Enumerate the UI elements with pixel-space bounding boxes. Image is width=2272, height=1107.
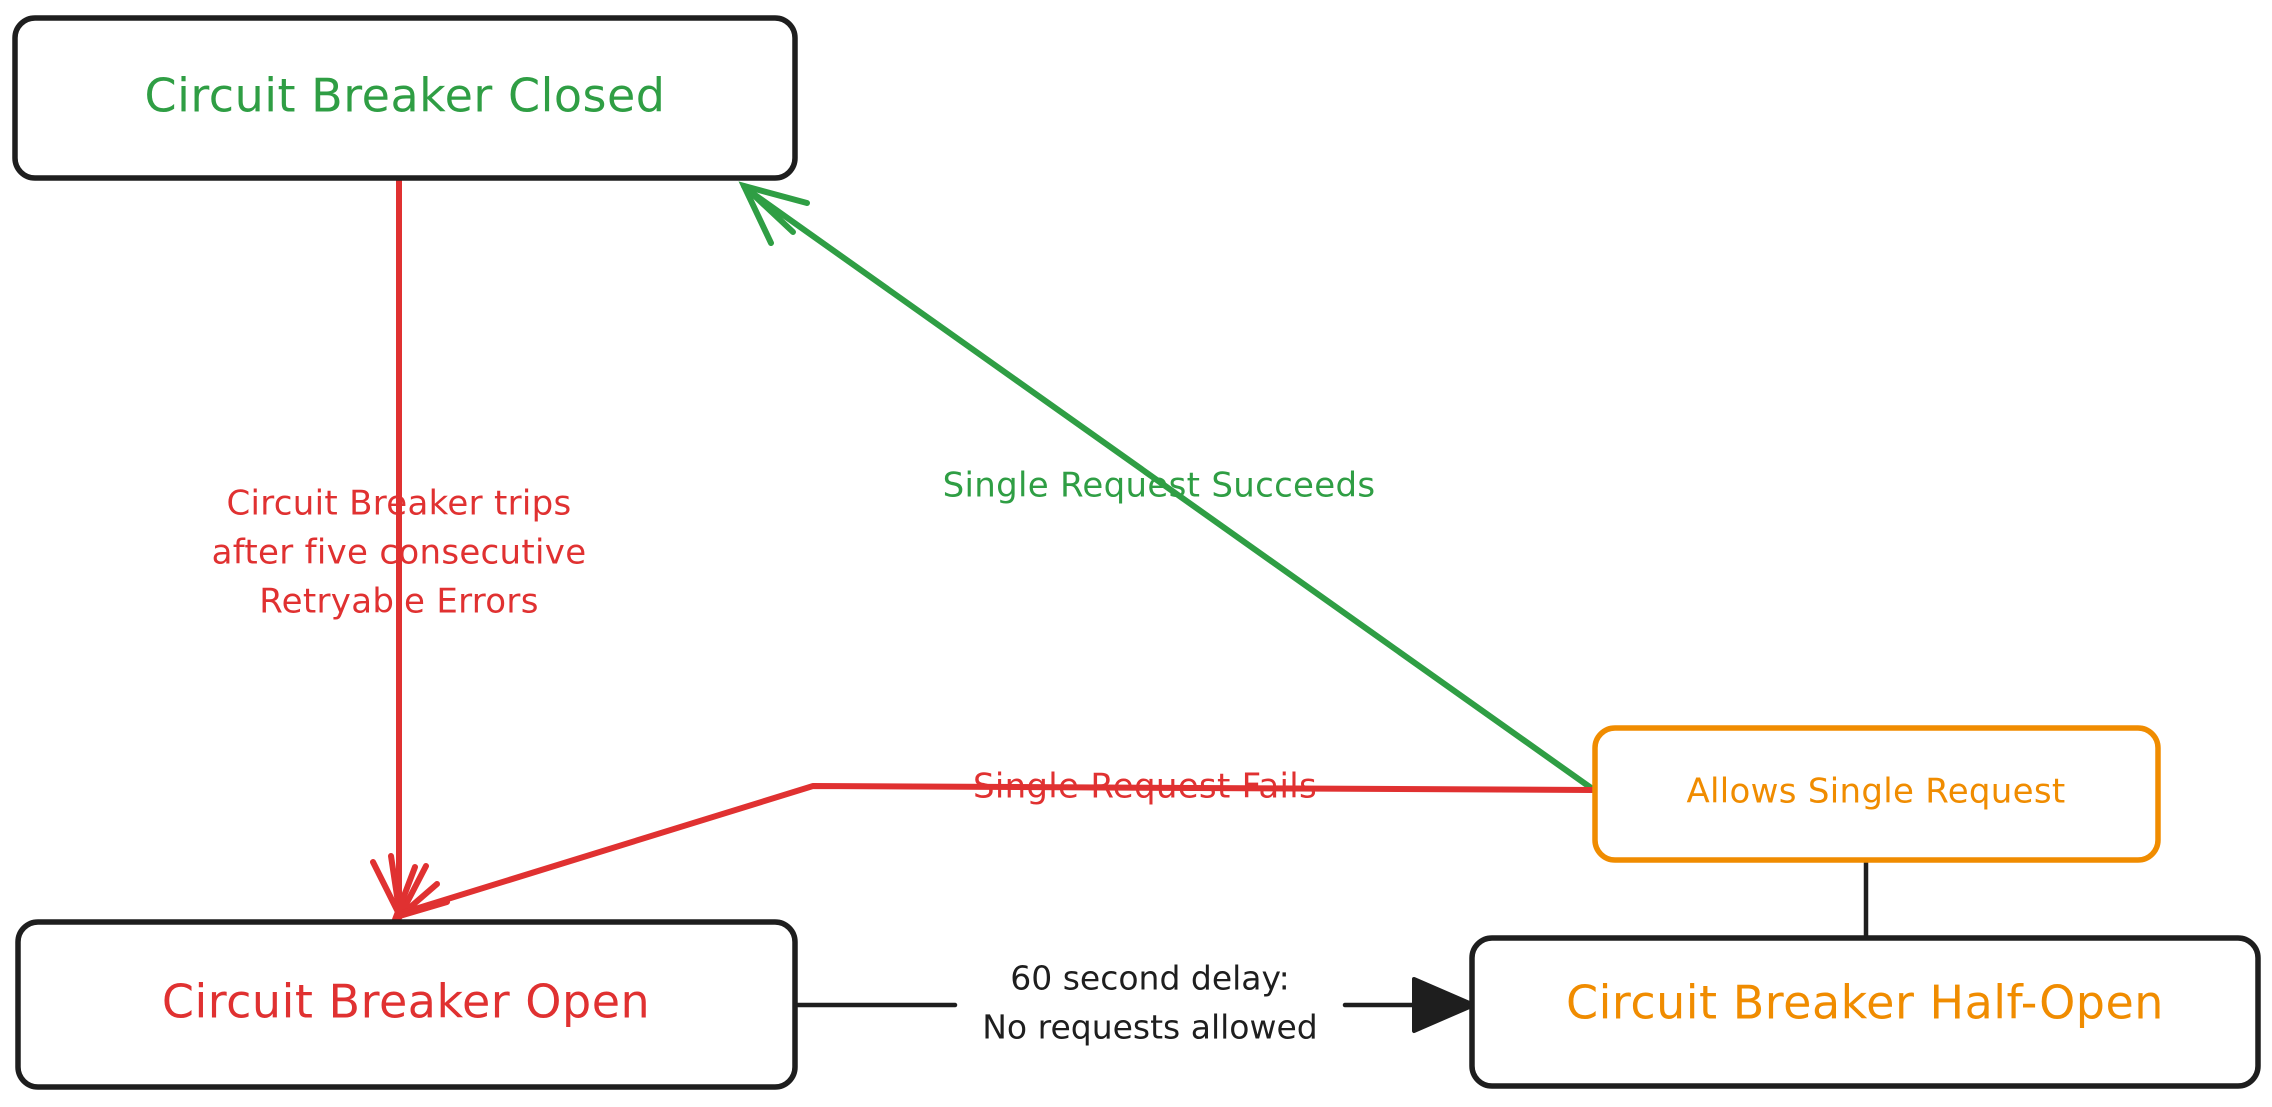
edge-allows-to-closed: Single Request Succeeds <box>738 181 1597 793</box>
node-allows-single-request-label: Allows Single Request <box>1686 772 2065 812</box>
node-circuit-breaker-open[interactable]: Circuit Breaker Open <box>15 919 798 1090</box>
node-allows-single-request[interactable]: Allows Single Request <box>1592 725 2161 863</box>
edge-open-to-halfopen-arrowhead <box>1412 977 1476 1033</box>
edge-allows-to-open-line <box>396 783 1595 917</box>
edge-label-closed-to-open-line2: after five consecutive <box>212 533 587 573</box>
edge-label-closed-to-open-line1: Circuit Breaker trips <box>226 484 571 524</box>
node-circuit-breaker-closed-box[interactable] <box>12 15 798 181</box>
edge-label-allows-to-open: Single Request Fails <box>973 767 1317 807</box>
edge-label-open-to-halfopen-line2: No requests allowed <box>982 1008 1317 1047</box>
edge-allows-to-closed-arrowhead-2 <box>741 183 796 235</box>
edge-allows-to-open-arrowhead <box>391 864 450 922</box>
node-allows-single-request-box[interactable] <box>1592 725 2161 863</box>
edge-allows-to-closed-line <box>745 187 1597 793</box>
edge-label-open-to-halfopen-line1: 60 second delay: <box>1010 959 1290 998</box>
edge-open-to-halfopen: 60 second delay: No requests allowed <box>792 959 1476 1047</box>
node-circuit-breaker-half-open[interactable]: Circuit Breaker Half-Open <box>1469 935 2261 1089</box>
edge-closed-to-open: Circuit Breaker trips after five consecu… <box>212 177 587 923</box>
edge-label-closed-to-open-line3: Retryable Errors <box>259 582 538 622</box>
edge-allows-to-open: Single Request Fails <box>391 767 1595 922</box>
edge-label-allows-to-closed: Single Request Succeeds <box>943 466 1376 506</box>
node-circuit-breaker-open-label: Circuit Breaker Open <box>162 975 650 1029</box>
node-circuit-breaker-half-open-box[interactable] <box>1469 935 2261 1089</box>
node-circuit-breaker-half-open-label: Circuit Breaker Half-Open <box>1566 976 2164 1030</box>
node-circuit-breaker-open-box[interactable] <box>15 919 798 1090</box>
node-circuit-breaker-closed[interactable]: Circuit Breaker Closed <box>12 15 798 181</box>
node-circuit-breaker-closed-label: Circuit Breaker Closed <box>145 69 666 123</box>
